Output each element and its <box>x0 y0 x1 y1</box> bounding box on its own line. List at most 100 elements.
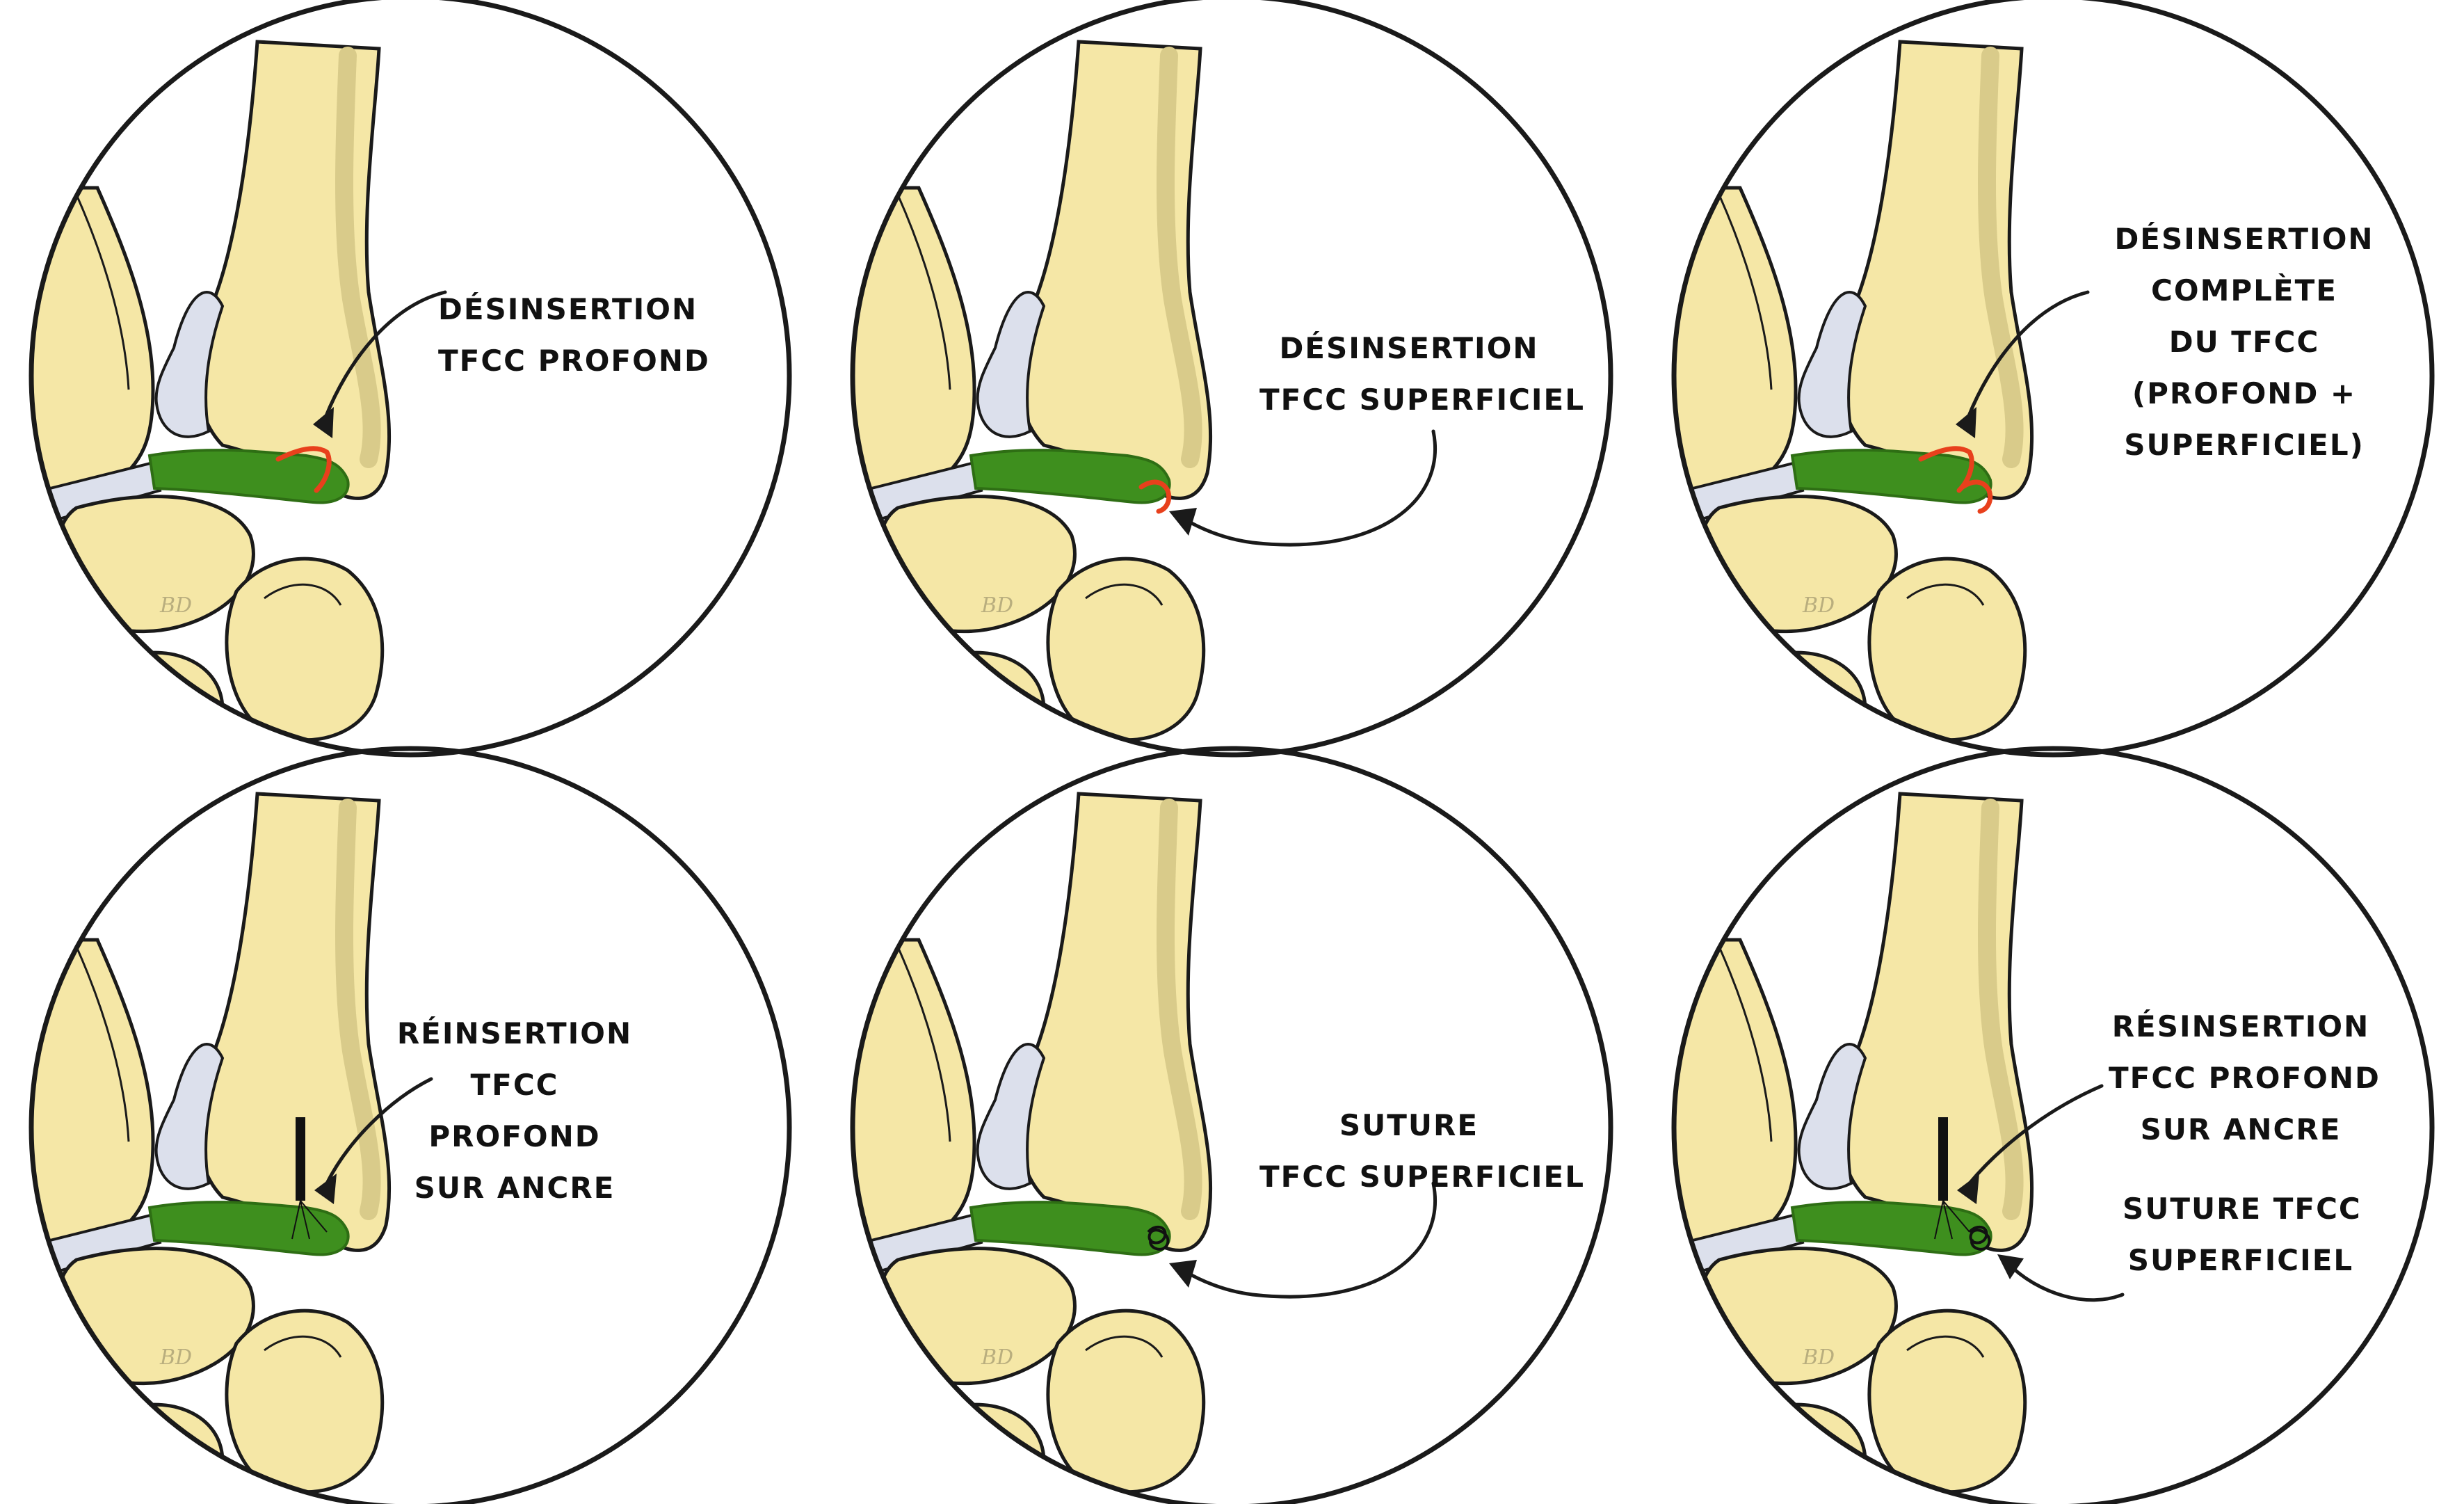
ulna-shadow <box>335 799 381 1220</box>
lunate-bone <box>876 495 1077 634</box>
panel-superficial-repair: BD SUTURE TFCC SUPERFICIEL <box>821 746 1642 1504</box>
radius-bone <box>31 186 155 504</box>
tfcc-ligament <box>1790 1201 1992 1256</box>
panel-deep-repair: BD RÉINSERTION TFCC PROFOND SUR ANCRE <box>0 746 821 1504</box>
radius-edge-line <box>75 946 130 1142</box>
anchor-suture-lines <box>291 1200 328 1240</box>
pointer-arrow-head <box>1169 1260 1197 1288</box>
panel-label: DÉSINSERTION TFCC PROFOND <box>438 284 709 387</box>
tfcc-ligament <box>969 1201 1171 1256</box>
radius-edge-line <box>896 194 951 390</box>
triquetrum-bone <box>225 557 385 742</box>
pointer-arrow-head <box>314 1174 337 1204</box>
ulna-shadow <box>1978 47 2024 468</box>
label-line: TFCC SUPERFICIEL <box>1259 383 1585 417</box>
ulna-shadow <box>335 47 381 468</box>
pointer-arrow-secondary <box>2006 1261 2125 1302</box>
label-line: RÉINSERTION <box>396 1016 633 1050</box>
lunate-bone <box>1698 495 1898 634</box>
scaphoid-bone <box>853 545 872 755</box>
pointer-arrow <box>1181 429 1437 547</box>
triquetrum-bone <box>1867 1309 2027 1494</box>
ulna-bone <box>195 40 392 500</box>
anatomy-illustration: BD <box>29 746 792 1504</box>
anchor-icon <box>1938 1117 1948 1201</box>
label-line: SUPERFICIEL <box>2127 1243 2354 1277</box>
pointer-arrow-head <box>1169 508 1197 536</box>
cartilage-band <box>1797 291 1867 438</box>
pointer-arrow <box>1181 1181 1437 1299</box>
radius-edge-line <box>1718 946 1773 1142</box>
lunate-bone <box>55 1247 255 1386</box>
triquetrum-detail <box>1906 583 1985 606</box>
label-line: SUR ANCRE <box>414 1171 615 1205</box>
label-line: SUR ANCRE <box>2140 1112 2342 1146</box>
pointer-arrow-head <box>1957 1174 1979 1204</box>
lunate-bone <box>876 1247 1077 1386</box>
hamate-bone <box>1745 650 1867 755</box>
label-line: SUTURE TFCC <box>2123 1192 2362 1226</box>
ulna-bone <box>1837 792 2034 1252</box>
anatomy-illustration: BD <box>29 0 792 758</box>
ulna-bone <box>1016 40 1213 500</box>
triquetrum-detail <box>264 583 342 606</box>
triquetrum-bone <box>225 1309 385 1494</box>
circle-frame <box>850 746 1613 1504</box>
radius-edge-line <box>896 946 951 1142</box>
anchor-icon <box>296 1117 305 1201</box>
hamate-bone <box>924 650 1046 755</box>
panel-complete-repair: BD RÉSINSERTION TFCC PROFOND SUR ANCRE S… <box>1643 746 2463 1504</box>
hamate-bone <box>1745 1402 1867 1504</box>
pointer-arrow <box>1966 290 2090 419</box>
suture-knot-icon <box>1968 1225 1991 1251</box>
lunate-bone <box>1698 1247 1898 1386</box>
label-line: TFCC PROFOND <box>2109 1061 2381 1095</box>
tfcc-ligament <box>147 449 350 504</box>
radius-bone <box>853 186 976 504</box>
pointer-arrow <box>323 290 447 419</box>
pointer-arrow-head <box>1956 407 1976 438</box>
anatomy-illustration: BD <box>850 746 1613 1504</box>
tfcc-ligament <box>1790 449 1992 504</box>
superficial-tear-mark <box>1138 479 1172 514</box>
suture-knot-icon <box>1147 1225 1170 1251</box>
scaphoid-bone <box>31 545 51 755</box>
radius-edge-line <box>75 194 130 390</box>
ulna-bone <box>1016 792 1213 1252</box>
radius-bone <box>1674 186 1798 504</box>
cartilage-band <box>154 1043 225 1190</box>
pointer-arrow-secondary-head <box>1997 1254 2024 1279</box>
circle-frame <box>850 0 1613 758</box>
signature-mark: BD <box>1802 1345 1835 1370</box>
panel-complete-tear: BD DÉSINSERTION COMPLÈTE DU TFCC (PROFON… <box>1643 0 2463 758</box>
deep-tear-mark <box>275 446 332 493</box>
triquetrum-bone <box>1867 557 2027 742</box>
panel-deep-tear: BD DÉSINSERTION TFCC PROFOND <box>0 0 821 758</box>
anatomy-illustration: BD <box>1671 746 2435 1504</box>
label-line: DÉSINSERTION <box>1279 331 1539 365</box>
triquetrum-detail <box>1085 1335 1163 1358</box>
pointer-arrow-head <box>313 407 334 438</box>
radius-edge-line <box>1718 194 1773 390</box>
scaphoid-bone <box>1674 545 1693 755</box>
label-line: TFCC SUPERFICIEL <box>1259 1160 1585 1194</box>
ulna-shadow <box>1978 799 2024 1220</box>
panel-label-secondary: SUTURE TFCC SUPERFICIEL <box>2123 1183 2362 1286</box>
ulna-bone <box>1837 40 2034 500</box>
label-line: DÉSINSERTION <box>438 292 698 326</box>
hamate-bone <box>102 650 225 755</box>
scaphoid-bone <box>31 1297 51 1504</box>
signature-mark: BD <box>159 593 192 618</box>
anchor-suture-lines <box>1934 1200 1970 1240</box>
circle-frame <box>1671 746 2435 1504</box>
cartilage-band <box>976 1043 1046 1190</box>
triquetrum-bone <box>1046 557 1206 742</box>
signature-mark: BD <box>981 593 1013 618</box>
label-line: PROFOND <box>428 1119 601 1153</box>
tfcc-ligament <box>147 1201 350 1256</box>
label-line: TFCC <box>470 1068 559 1102</box>
triquetrum-detail <box>264 1335 342 1358</box>
cartilage-band <box>1797 1043 1867 1190</box>
radius-bone <box>31 938 155 1256</box>
scaphoid-bone <box>853 1297 872 1504</box>
